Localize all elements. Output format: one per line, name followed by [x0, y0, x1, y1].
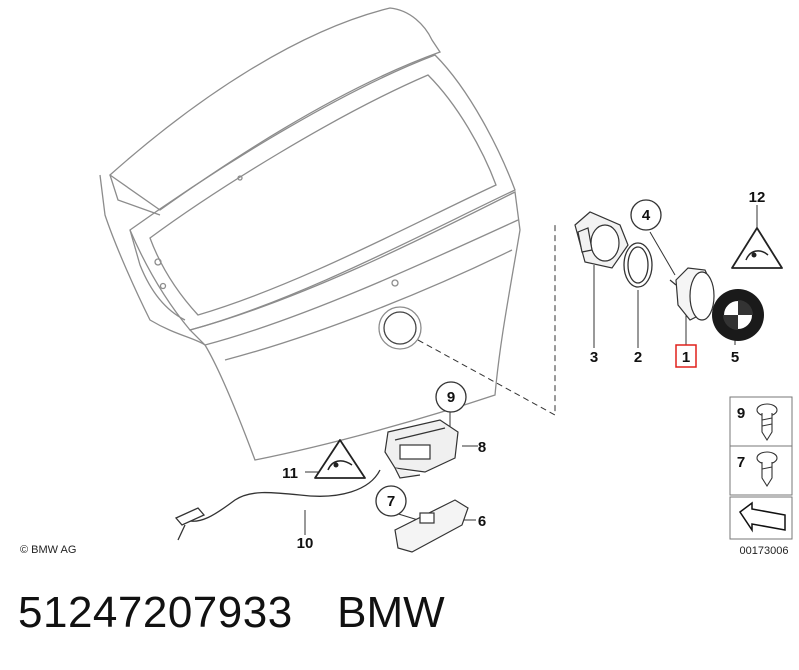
- warning-label-part-11: [314, 439, 366, 479]
- callout-3: 3: [590, 349, 598, 366]
- tailgate-outline: [99, 7, 521, 461]
- gasket-part-2: [623, 242, 653, 288]
- handle-trim-part-6: [394, 499, 469, 553]
- callout-7: 7: [375, 485, 407, 517]
- svg-text:12: 12: [749, 189, 766, 206]
- svg-text:3: 3: [590, 349, 598, 366]
- part-number: 51247207933: [18, 588, 293, 637]
- part-footer: 51247207933 BMW: [18, 588, 778, 648]
- drawing-id: 00173006: [740, 545, 789, 557]
- svg-text:6: 6: [478, 513, 486, 530]
- brand-name: BMW: [337, 588, 445, 637]
- callout-10: 10: [297, 535, 314, 552]
- direction-arrow-icon: [738, 501, 786, 533]
- svg-text:11: 11: [282, 465, 298, 482]
- handle-part-1: [669, 267, 715, 321]
- callout-6: 6: [478, 513, 486, 530]
- callout-12: 12: [749, 189, 766, 206]
- parts-diagram: 1 2 3 4 5 6 7 8 9 10 11 12 9 7: [20, 7, 793, 557]
- fastener-legend: 9 7 00173006: [729, 396, 793, 557]
- callout-5: 5: [731, 349, 739, 366]
- warning-label-part-12: [731, 227, 783, 269]
- svg-text:7: 7: [387, 493, 395, 510]
- svg-text:8: 8: [478, 439, 486, 456]
- svg-text:7: 7: [737, 454, 745, 471]
- pan-screw-icon: [756, 451, 778, 488]
- callout-2: 2: [634, 349, 642, 366]
- screw-icon: [756, 403, 778, 442]
- svg-text:2: 2: [634, 349, 642, 366]
- svg-text:5: 5: [731, 349, 739, 366]
- bracket-part-3: [574, 211, 629, 269]
- copyright-text: © BMW AG: [20, 544, 76, 556]
- leader-lines: [417, 222, 556, 416]
- cable-part-10: [174, 469, 381, 541]
- callout-1: 1: [675, 344, 697, 368]
- svg-text:1: 1: [682, 349, 690, 366]
- bmw-emblem-part-5: [712, 289, 764, 341]
- svg-text:9: 9: [447, 389, 455, 406]
- lock-part-8: [384, 419, 459, 479]
- svg-text:10: 10: [297, 535, 314, 552]
- svg-text:4: 4: [642, 207, 651, 224]
- callout-4: 4: [630, 199, 662, 231]
- callout-11: 11: [282, 465, 298, 482]
- svg-text:9: 9: [737, 405, 745, 422]
- callout-8: 8: [478, 439, 486, 456]
- callout-9: 9: [435, 381, 467, 413]
